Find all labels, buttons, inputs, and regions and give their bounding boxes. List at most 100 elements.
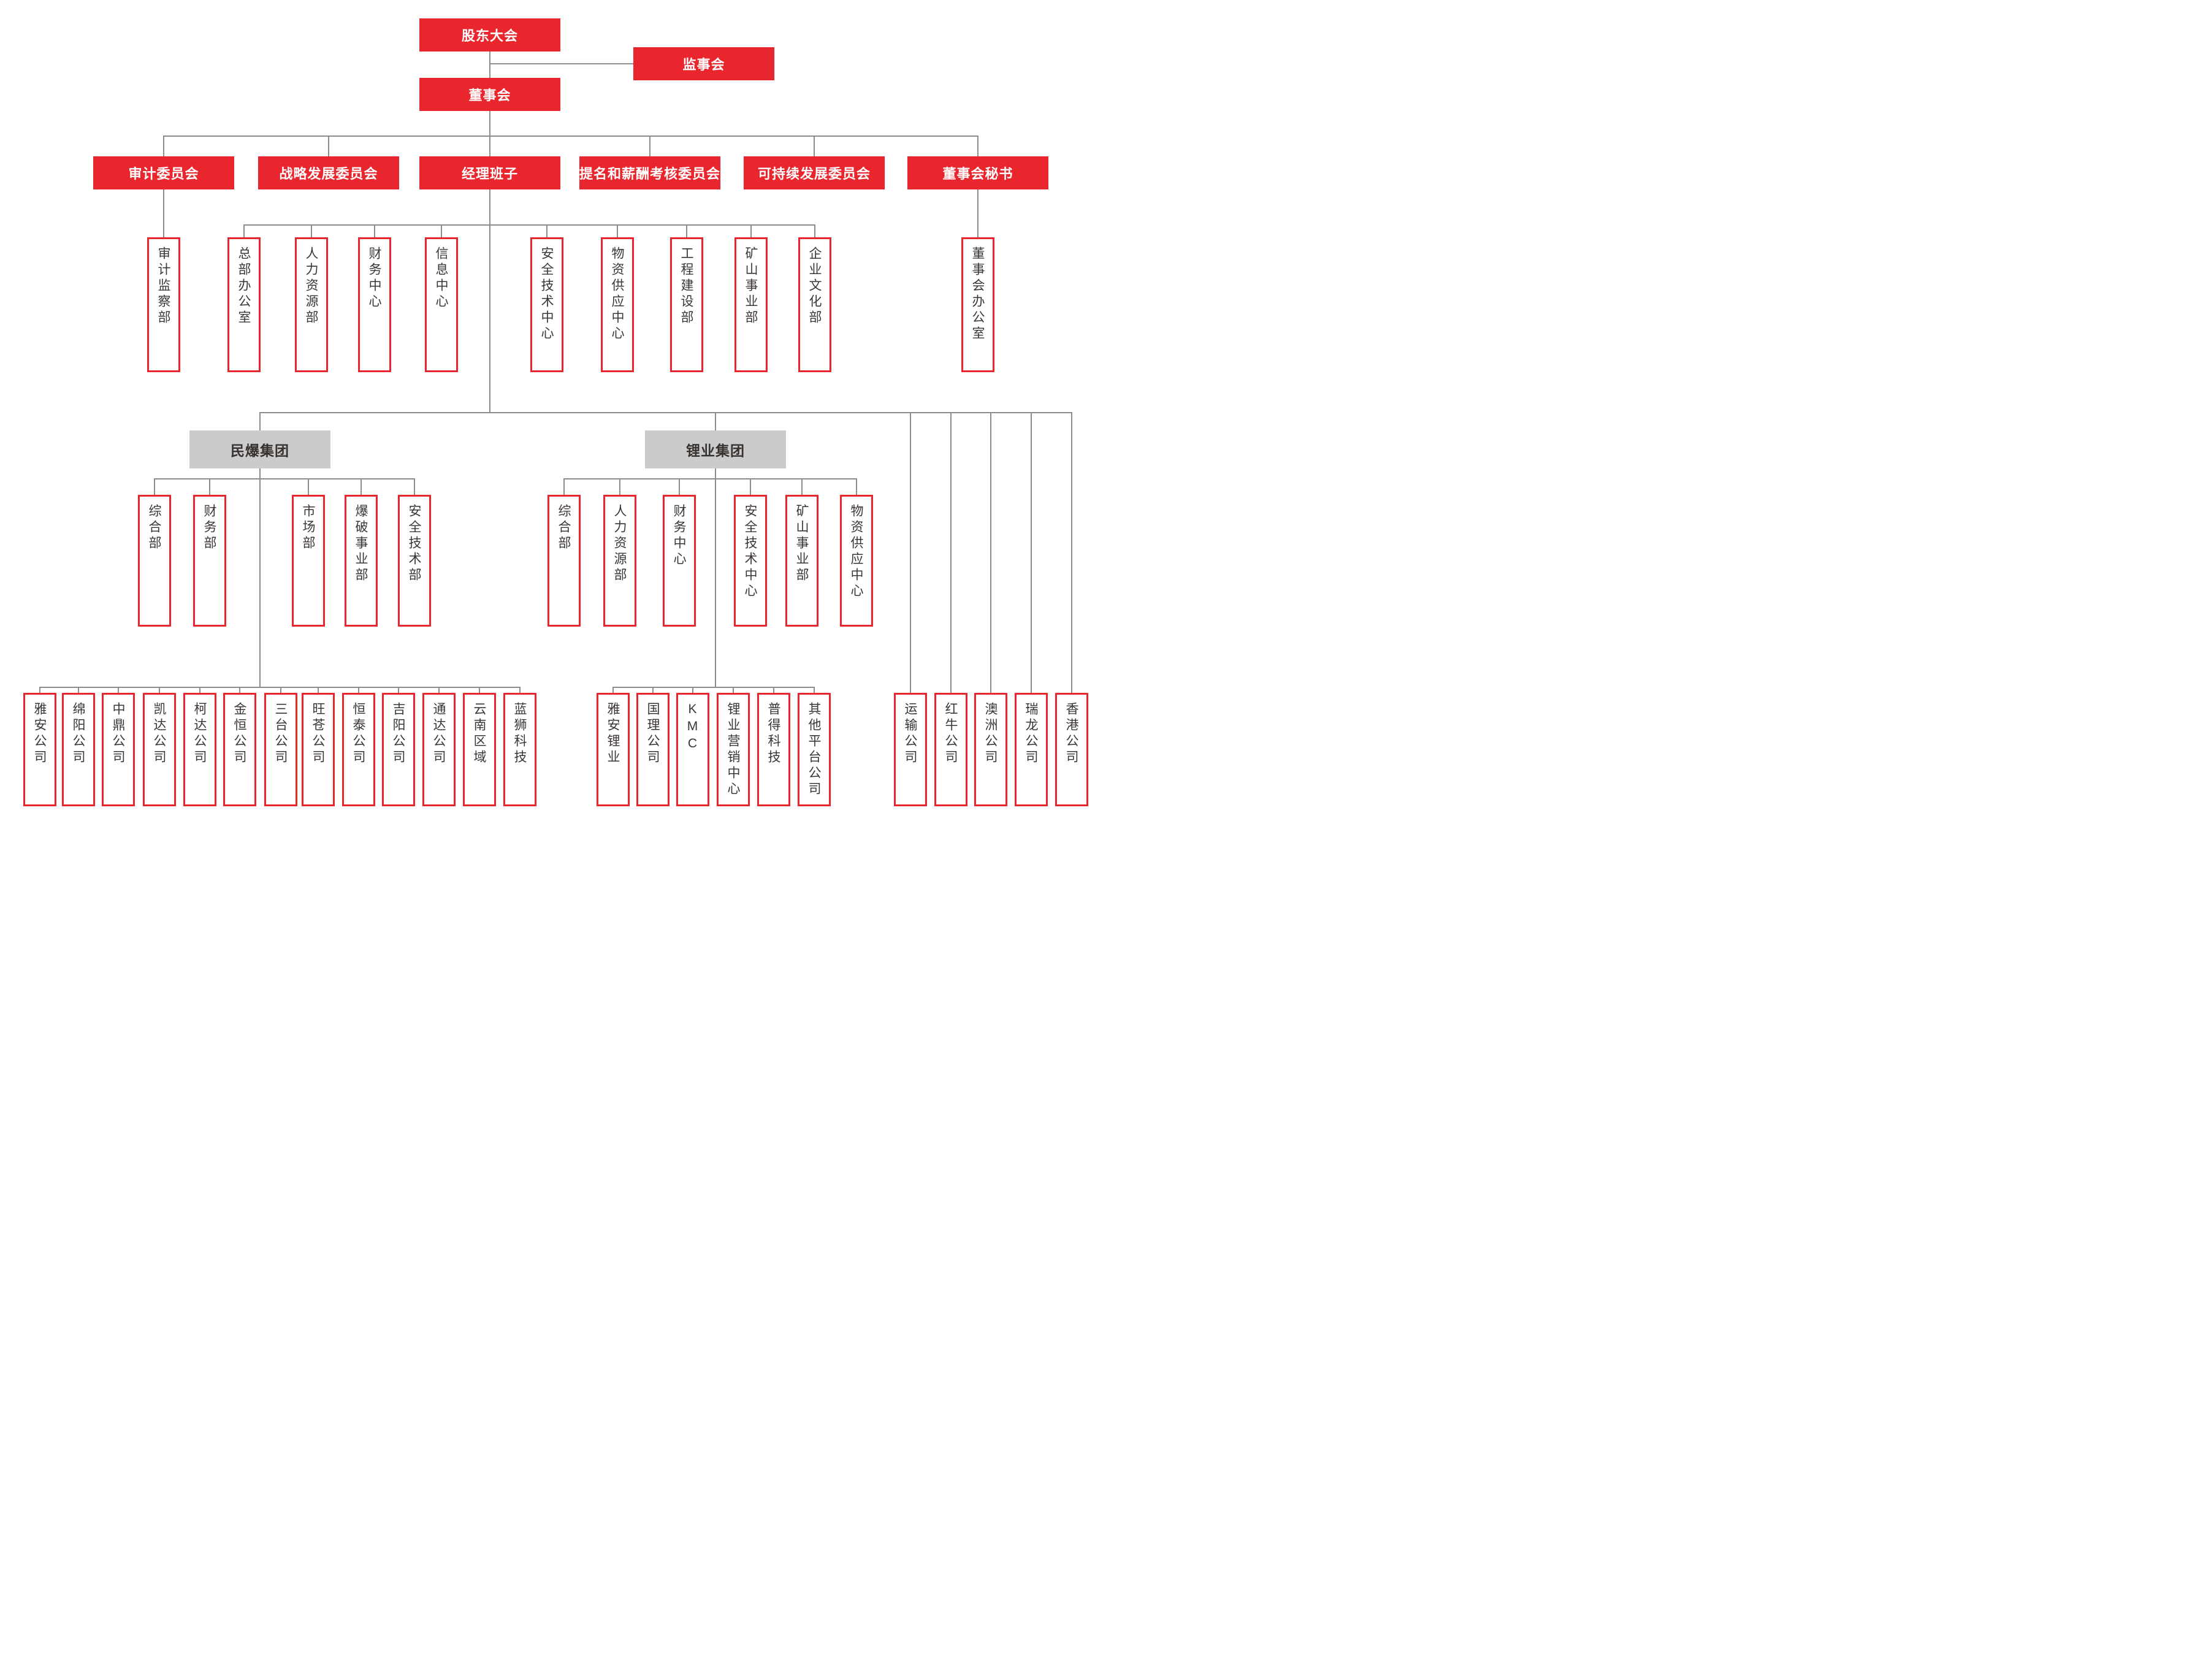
node-mining-division: 矿山事业部 (734, 237, 768, 372)
node-board-office: 董事会办公室 (961, 237, 994, 372)
node-company-hengtai: 恒泰公司 (342, 693, 375, 806)
connector-line (259, 413, 261, 431)
node-company-santai: 三台公司 (264, 693, 297, 806)
node-hr-dept: 人力资源部 (295, 237, 328, 372)
node-li-hr-dept: 人力资源部 (603, 495, 636, 627)
connector-line (490, 63, 634, 64)
node-lithium-marketing-center: 锂业营销中心 (717, 693, 750, 806)
connector-line (243, 224, 815, 226)
node-board-of-directors: 董事会 (419, 78, 560, 111)
connector-line (441, 225, 442, 238)
connector-line (163, 136, 979, 137)
connector-line (199, 687, 200, 693)
node-supervisory-board: 监事会 (633, 47, 774, 80)
connector-line (438, 687, 440, 693)
connector-line (489, 111, 490, 157)
connector-line (563, 478, 857, 479)
connector-line (856, 479, 857, 495)
node-board-secretary: 董事会秘书 (907, 156, 1048, 189)
connector-line (612, 687, 815, 688)
node-supply-center: 物资供应中心 (601, 237, 634, 372)
connector-line (259, 412, 1072, 413)
node-company-zhongding: 中鼎公司 (102, 693, 135, 806)
node-company-tongda: 通达公司 (422, 693, 456, 806)
node-audit-committee: 审计委员会 (93, 156, 234, 189)
node-company-kmc: KMC (676, 693, 709, 806)
node-company-hongkong: 香港公司 (1055, 693, 1088, 806)
node-company-transport: 运输公司 (894, 693, 927, 806)
node-corporate-culture-dept: 企业文化部 (798, 237, 831, 372)
connector-line (259, 468, 261, 688)
node-li-finance-center: 财务中心 (663, 495, 696, 627)
node-li-supply-center: 物资供应中心 (840, 495, 873, 627)
node-company-guoli: 国理公司 (636, 693, 670, 806)
node-company-wangcang: 旺苍公司 (302, 693, 335, 806)
connector-line (163, 189, 164, 238)
node-shareholders-meeting: 股东大会 (419, 18, 560, 52)
connector-line (318, 687, 319, 693)
connector-line (692, 687, 693, 693)
connector-line (374, 225, 375, 238)
connector-line (328, 136, 329, 157)
connector-line (679, 479, 680, 495)
node-audit-supervision-dept: 审计监察部 (147, 237, 180, 372)
node-mb-market-dept: 市场部 (292, 495, 325, 627)
connector-line (308, 479, 309, 495)
connector-line (750, 225, 752, 238)
connector-line (546, 225, 547, 238)
node-engineering-dept: 工程建设部 (670, 237, 703, 372)
node-company-australia: 澳洲公司 (974, 693, 1007, 806)
node-information-center: 信息中心 (425, 237, 458, 372)
node-strategy-committee: 战略发展委员会 (258, 156, 399, 189)
connector-line (715, 468, 716, 688)
node-nomination-committee: 提名和薪酬考核委员会 (579, 156, 720, 189)
node-finance-center: 财务中心 (358, 237, 391, 372)
connector-line (619, 479, 620, 495)
node-company-jinheng: 金恒公司 (223, 693, 256, 806)
node-mb-blasting-division: 爆破事业部 (345, 495, 378, 627)
connector-line (612, 687, 614, 693)
connector-line (617, 225, 618, 238)
connector-line (814, 225, 815, 238)
connector-line (209, 479, 210, 495)
connector-line (649, 136, 650, 157)
connector-line (163, 136, 164, 157)
connector-line (39, 687, 521, 688)
node-li-mining-division: 矿山事业部 (785, 495, 818, 627)
connector-line (361, 479, 362, 495)
connector-line (801, 479, 803, 495)
connector-line (563, 479, 565, 495)
connector-line (414, 479, 415, 495)
connector-line (398, 687, 399, 693)
connector-line (814, 687, 815, 693)
node-company-yaan-lithium: 雅安锂业 (597, 693, 630, 806)
node-group-lithium: 锂业集团 (645, 430, 786, 468)
connector-line (715, 413, 716, 431)
connector-line (1031, 413, 1032, 693)
connector-line (479, 687, 480, 693)
connector-line (154, 478, 415, 479)
connector-line (950, 413, 952, 693)
connector-line (519, 687, 521, 693)
connector-line (977, 189, 979, 238)
connector-line (239, 687, 240, 693)
connector-line (489, 189, 490, 413)
node-company-keda: 柯达公司 (183, 693, 216, 806)
node-hq-office: 总部办公室 (227, 237, 261, 372)
node-company-ruilong: 瑞龙公司 (1015, 693, 1048, 806)
node-li-general-dept: 综合部 (547, 495, 581, 627)
node-company-yaan: 雅安公司 (23, 693, 56, 806)
node-lanshi-tech: 蓝狮科技 (503, 693, 536, 806)
connector-line (686, 225, 687, 238)
node-company-kaida: 凯达公司 (143, 693, 176, 806)
connector-line (39, 687, 40, 693)
connector-line (1071, 413, 1072, 693)
connector-line (773, 687, 774, 693)
connector-line (733, 687, 734, 693)
node-company-jiyang: 吉阳公司 (382, 693, 415, 806)
connector-line (358, 687, 359, 693)
node-yunnan-region: 云南区域 (463, 693, 496, 806)
connector-line (118, 687, 119, 693)
node-mb-safety-tech-dept: 安全技术部 (398, 495, 431, 627)
node-li-safety-tech-center: 安全技术中心 (734, 495, 767, 627)
